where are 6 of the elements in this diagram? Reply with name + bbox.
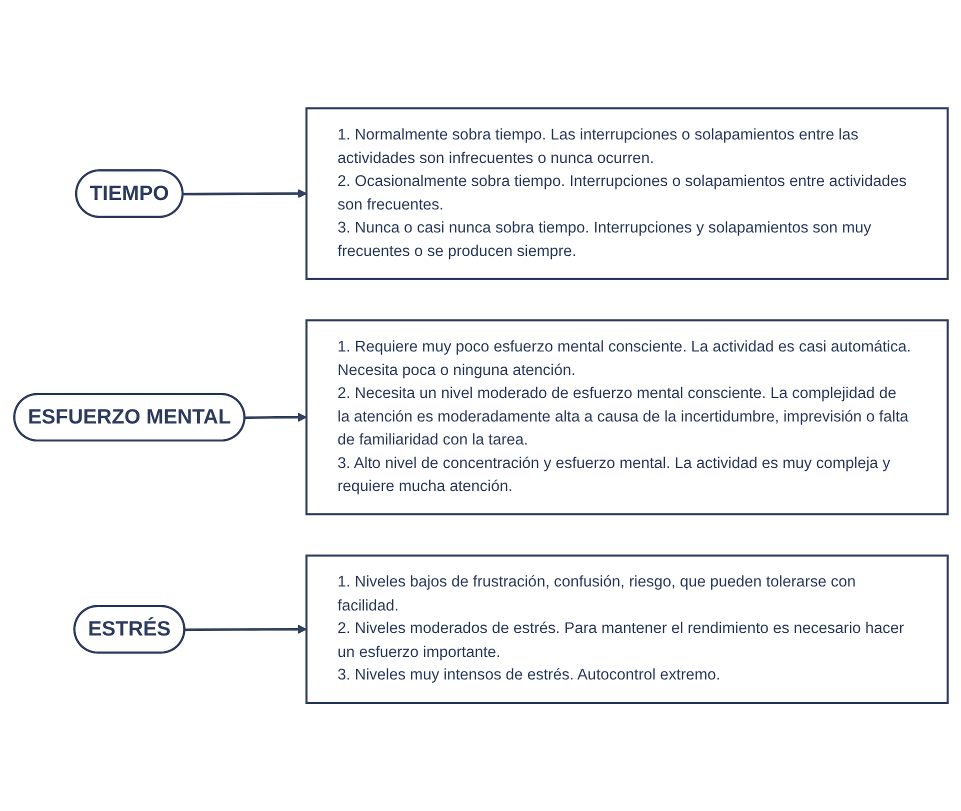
arrow [182,188,306,198]
arrow [184,624,306,634]
node-box: 1. Normalmente sobra tiempo. Las interrupciones o solapamientos entre las actividades son infrecuentes o nunca ocurren. 2. Ocasionalmente sobra tiempo. Interrupciones o solapamientos entre actividades son frecuentes. 3. Nunca o casi nunca sobra tiempo. Interrupciones y solapamientos son muy frecuentes o se producen siempre. [304,107,948,280]
node-box: 1. Requiere muy poco esfuerzo mental consciente. La actividad es casi automática. Necesita poca o ninguna atención. 2. Necesita un nivel moderado de esfuerzo mental consciente. La complejidad de la atención es moderadamente alta a causa de la incertidumbre, imprevisión o falta de familiaridad con la tarea. 3. Alto nivel de concentración y esfuerzo mental. La actividad es muy compleja y requiere mucha atención. [304,319,948,516]
arrow [244,412,306,422]
node-box: 1. Niveles bajos de frustración, confusión, riesgo, que pueden tolerarse con facilidad. 2. Niveles moderados de estrés. Para mantener el rendimiento es necesario hacer un esfuerzo importante. 3. Niveles muy intensos de estrés. Autocontrol extremo. [304,554,948,704]
